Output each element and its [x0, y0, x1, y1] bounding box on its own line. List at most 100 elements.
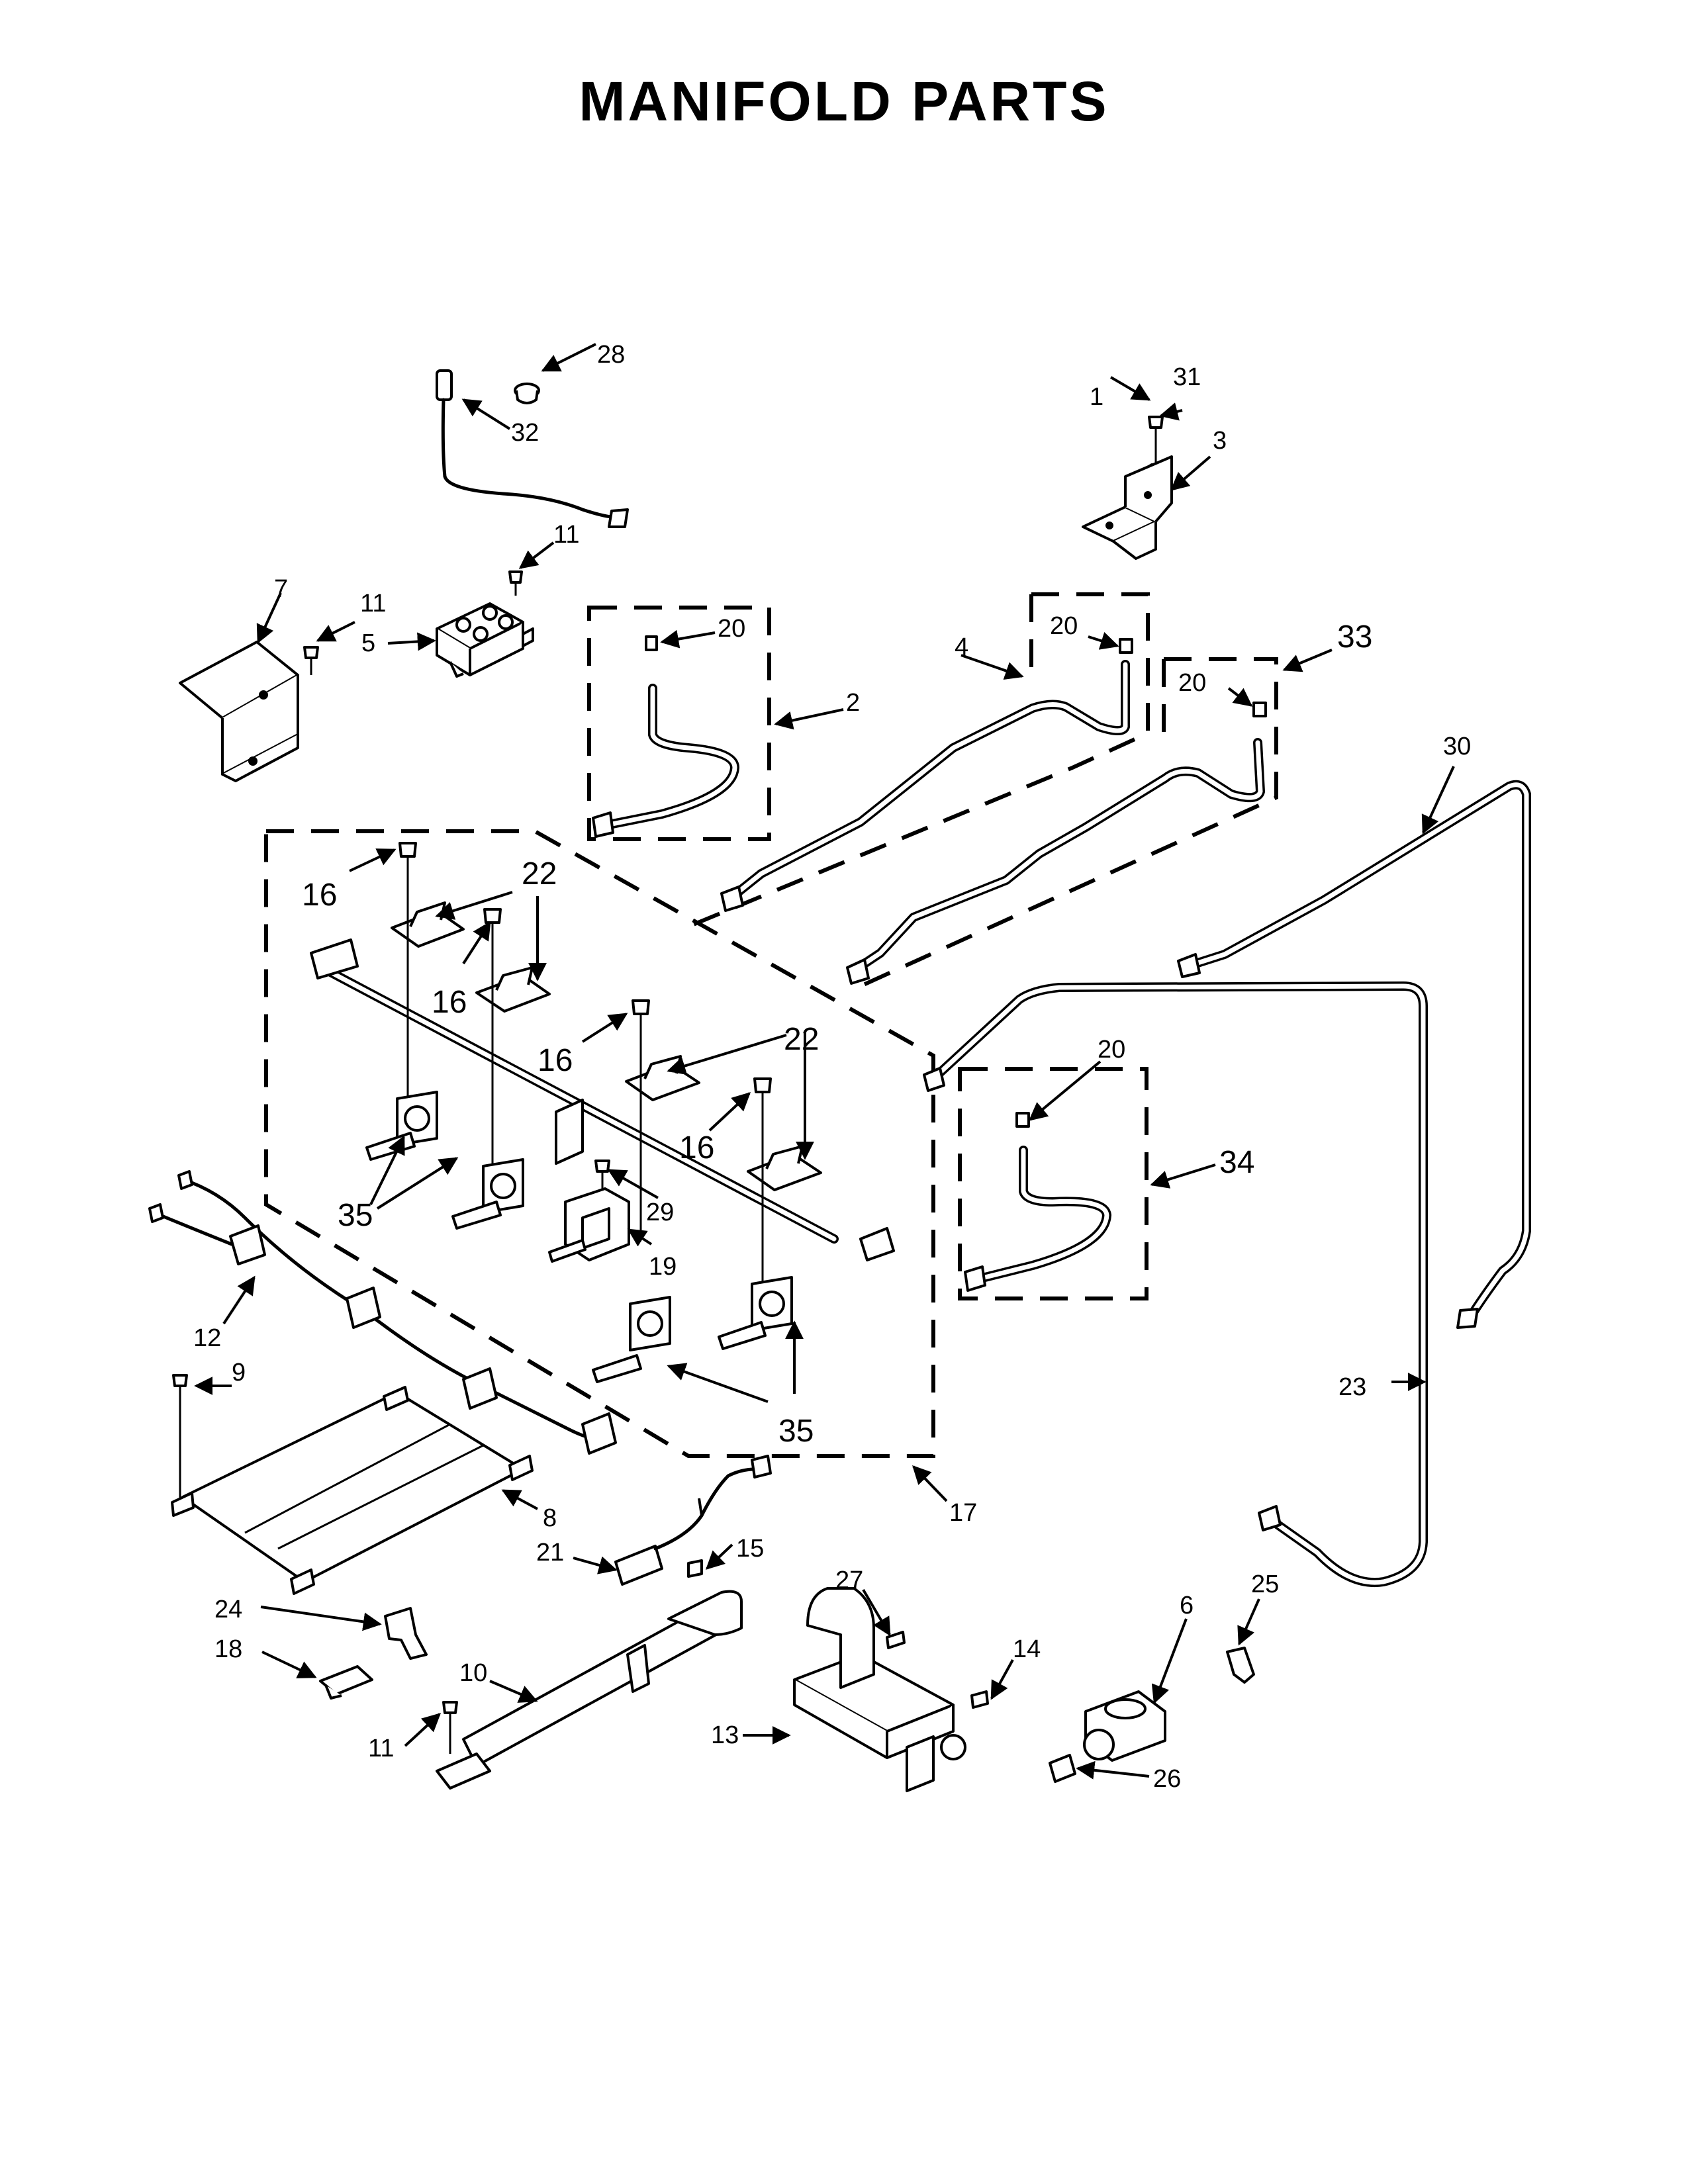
screw-part-16-a [399, 842, 417, 1099]
spark-module-part-5 [436, 602, 534, 678]
clip-part-24 [384, 1607, 428, 1660]
callout-18: 18 [214, 1635, 242, 1663]
group-box-17 [264, 829, 935, 1458]
tube-part-33 [846, 738, 1265, 985]
valve-part-35-d [718, 1276, 793, 1350]
tube-part-23 [923, 981, 1428, 1587]
callout-24: 24 [214, 1596, 242, 1623]
bracket-part-13 [793, 1587, 966, 1792]
callout-5: 5 [361, 629, 375, 657]
clamp-part-22-b [475, 966, 551, 1013]
screw-part-16-d [753, 1077, 772, 1284]
callout-9: 9 [232, 1359, 246, 1387]
clip-part-25 [1226, 1647, 1255, 1684]
callout-16-b: 16 [432, 985, 467, 1020]
callout-10: 10 [459, 1659, 487, 1687]
switch-part-19 [548, 1187, 630, 1263]
callout-7: 7 [274, 575, 288, 603]
callout-28: 28 [597, 341, 625, 369]
screw-part-11-b [508, 570, 523, 596]
bracket-part-3 [1082, 455, 1173, 560]
callout-8: 8 [543, 1504, 557, 1532]
leader-lines [194, 343, 1455, 1780]
callout-21: 21 [536, 1539, 564, 1567]
callout-19: 19 [649, 1253, 677, 1281]
fitting-part-26 [1049, 1754, 1076, 1783]
screw-part-11-c [442, 1701, 458, 1754]
clamp-part-22-d [747, 1145, 822, 1191]
callout-35-b: 35 [778, 1414, 814, 1449]
callout-23: 23 [1338, 1373, 1366, 1401]
callout-20-c: 20 [1178, 669, 1206, 697]
orifice-part-20-c [1252, 702, 1267, 717]
ignitor-wire-part-32 [436, 369, 629, 528]
callout-20-d: 20 [1098, 1036, 1125, 1064]
group-box-33 [859, 657, 1278, 988]
callout-4: 4 [955, 633, 968, 661]
callout-6: 6 [1180, 1592, 1194, 1619]
callout-13: 13 [711, 1721, 739, 1749]
tube-part-4 [720, 660, 1130, 912]
callout-25: 25 [1251, 1570, 1279, 1598]
regulator-part-6 [1083, 1690, 1166, 1762]
callout-35-a: 35 [338, 1198, 373, 1233]
callout-34: 34 [1219, 1145, 1254, 1180]
page-title: MANIFOLD PARTS [579, 70, 1109, 132]
valve-part-35-a [365, 1091, 438, 1161]
callout-11-c: 11 [368, 1735, 394, 1762]
orifice-part-20-d [1015, 1112, 1030, 1128]
clamp-part-22-c [625, 1055, 700, 1101]
callout-2: 2 [846, 689, 860, 717]
burner-part-10 [436, 1590, 743, 1790]
ignitor-part-21 [614, 1455, 772, 1586]
callout-17: 17 [949, 1499, 977, 1527]
callout-1: 1 [1090, 383, 1103, 411]
tube-assembly-part-34 [964, 1146, 1111, 1292]
callout-11-a: 11 [553, 521, 579, 549]
screw-part-15 [687, 1559, 703, 1578]
callout-27: 27 [835, 1567, 863, 1594]
callout-30: 30 [1443, 733, 1471, 760]
screw-part-31 [1148, 416, 1164, 463]
valve-part-35-c [592, 1296, 671, 1383]
callout-26: 26 [1153, 1765, 1181, 1793]
grommet-part-28 [514, 383, 540, 404]
callout-22-b: 22 [784, 1022, 819, 1057]
callout-20-b: 20 [1050, 612, 1078, 640]
callout-12: 12 [193, 1324, 221, 1352]
tube-part-30 [1177, 780, 1531, 1329]
callout-29: 29 [646, 1199, 674, 1226]
screw-part-16-c [632, 999, 650, 1238]
callout-11-b: 11 [360, 590, 386, 617]
callout-31: 31 [1173, 363, 1201, 391]
orifice-part-20-a [645, 635, 658, 651]
orifice-part-20-b [1119, 638, 1133, 654]
screw-part-11-a [303, 646, 319, 675]
group-box-34 [958, 1067, 1149, 1300]
screw-part-9 [172, 1374, 188, 1509]
callout-33: 33 [1337, 619, 1372, 655]
screw-part-27 [886, 1631, 906, 1649]
clamp-part-22-a [391, 901, 465, 948]
bracket-plate-part [555, 1099, 584, 1165]
clip-part-18 [319, 1665, 373, 1700]
callout-16-a: 16 [302, 878, 337, 913]
callout-15: 15 [736, 1535, 764, 1563]
wire-harness-part-12 [148, 1170, 617, 1455]
bracket-part-7 [179, 641, 299, 782]
callout-32: 32 [511, 419, 539, 447]
callout-3: 3 [1213, 427, 1227, 455]
screw-part-14 [970, 1690, 989, 1709]
screw-part-29 [594, 1160, 610, 1191]
callout-14: 14 [1013, 1635, 1041, 1663]
valve-part-35-b [451, 1158, 524, 1230]
callout-22-a: 22 [522, 856, 557, 891]
callout-16-c: 16 [538, 1043, 573, 1078]
heat-shield-part-8 [171, 1386, 534, 1595]
group-box-2 [587, 606, 771, 841]
callout-16-d: 16 [679, 1130, 714, 1165]
callout-20-a: 20 [718, 615, 745, 643]
tube-assembly-part-2 [592, 684, 739, 838]
group-box-4 [687, 592, 1150, 929]
